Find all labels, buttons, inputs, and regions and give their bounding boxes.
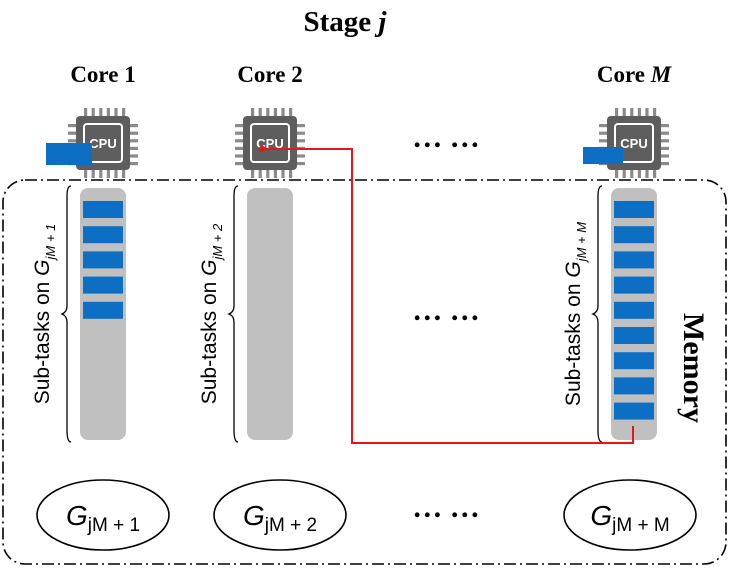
group-label: GjM + 2 — [243, 500, 317, 536]
core-label: Core 2 — [237, 62, 302, 87]
core-label: Core M — [597, 62, 673, 87]
subtasks-label-g: G — [562, 261, 585, 277]
queue-brace — [591, 185, 603, 443]
subtasks-label: Sub-tasks on GjM + 2 — [198, 223, 225, 404]
cpu-chip-icon: CPU — [235, 108, 305, 178]
cpu-chip-text: CPU — [89, 136, 116, 151]
subtask-block — [614, 226, 654, 244]
subtasks-label-text: Sub-tasks on — [562, 278, 585, 406]
group-label-g: G — [243, 500, 265, 531]
group-label-sub: jM + M — [611, 515, 670, 536]
subtask-block — [83, 276, 123, 294]
ellipsis-queues: … … — [412, 294, 480, 327]
core-label-prefix: Core — [70, 62, 124, 87]
ellipsis-groups: … … — [412, 491, 480, 524]
cpu-chip-text: CPU — [620, 136, 647, 151]
core-label-var: M — [650, 62, 673, 87]
subtasks-label-g: G — [31, 260, 54, 276]
subtask-block — [614, 377, 654, 395]
active-task-block — [46, 143, 92, 165]
cpu-chip-icon: CPU — [599, 108, 669, 178]
subtask-block — [614, 276, 654, 294]
task-migration-arrow — [258, 145, 634, 444]
group-label-g: G — [590, 500, 612, 531]
subtask-block — [83, 301, 123, 319]
queue-brace — [227, 185, 239, 443]
active-task-block — [583, 147, 623, 164]
subtasks-label-g: G — [198, 260, 221, 276]
queue-brace — [60, 185, 72, 443]
subtask-block — [83, 201, 123, 218]
subtask-block — [614, 402, 654, 420]
subtasks-label-sub: jM + 2 — [210, 223, 225, 262]
group-label-sub: jM + 2 — [264, 515, 317, 536]
ellipsis-cores: … … — [412, 121, 480, 154]
diagram-title: Stage j — [304, 6, 388, 38]
memory-boundary — [2, 179, 727, 565]
subtask-block — [614, 251, 654, 269]
group-label: GjM + 1 — [66, 500, 140, 536]
subtask-block — [614, 301, 654, 319]
subtasks-label: Sub-tasks on GjM + 1 — [31, 224, 58, 405]
core-label-number: 1 — [124, 62, 136, 87]
subtasks-label-sub: jM + 1 — [43, 224, 58, 262]
subtasks-label: Sub-tasks on GjM + M — [562, 222, 589, 406]
subtask-block — [83, 226, 123, 244]
subtasks-label-text: Sub-tasks on — [31, 276, 54, 404]
subtasks-label-text: Sub-tasks on — [198, 276, 221, 404]
subtask-block — [614, 201, 654, 218]
group-ellipse — [213, 479, 347, 551]
memory-label: Memory — [677, 313, 710, 423]
core-label: Core 1 — [70, 62, 135, 87]
group-label-g: G — [66, 500, 88, 531]
subtask-block — [614, 352, 654, 370]
group-label: GjM + M — [590, 500, 669, 536]
core-label-prefix: Core — [237, 62, 291, 87]
group-ellipse — [36, 479, 170, 551]
subtasks-label-sub: jM + M — [574, 222, 589, 264]
subtask-block — [83, 251, 123, 269]
group-ellipse — [563, 479, 697, 551]
group-label-sub: jM + 1 — [87, 515, 140, 536]
subtask-block — [614, 327, 654, 344]
task-queue — [247, 188, 293, 440]
core-label-prefix: Core — [597, 62, 651, 87]
core-label-number: 2 — [291, 62, 303, 87]
